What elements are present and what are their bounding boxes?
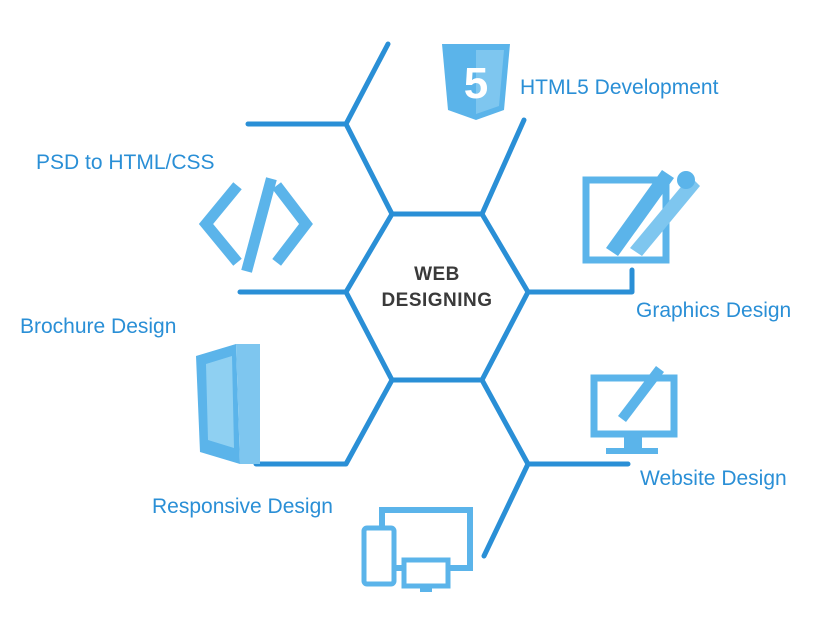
- devices-icon: [361, 507, 473, 592]
- center-title-line2: DESIGNING: [381, 289, 493, 311]
- code-brackets-icon: [198, 177, 313, 273]
- center-title-line1: WEB: [414, 264, 460, 285]
- html5-icon: 5: [442, 44, 510, 120]
- label-website-design: Website Design: [640, 467, 787, 490]
- connector-graphics: [525, 267, 635, 295]
- monitor-pen-icon: [590, 366, 678, 454]
- label-psd-to-html-css: PSD to HTML/CSS: [36, 151, 215, 174]
- label-responsive-design: Responsive Design: [152, 495, 333, 518]
- center-title: WEB DESIGNING: [362, 262, 512, 313]
- svg-text:5: 5: [464, 59, 488, 108]
- connector-top-right: [479, 117, 527, 217]
- label-graphics-design: Graphics Design: [636, 299, 792, 322]
- label-html5-development: HTML5 Development: [520, 76, 719, 99]
- label-brochure-design: Brochure Design: [20, 315, 177, 338]
- graphics-tools-icon: [582, 170, 700, 264]
- connector-responsive: [481, 461, 531, 559]
- connector-top-left: [343, 41, 395, 217]
- brochure-icon: [196, 344, 260, 464]
- connector-brochure: [253, 377, 395, 467]
